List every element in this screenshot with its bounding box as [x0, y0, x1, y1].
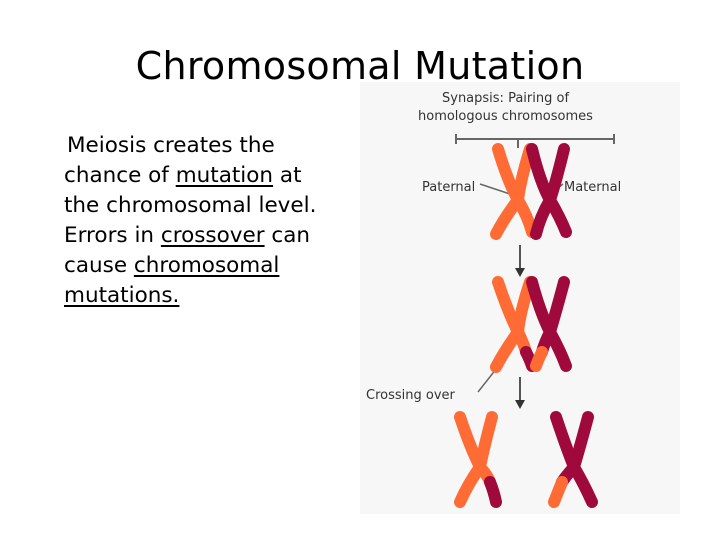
body-line: chance of mutation at: [64, 161, 364, 191]
synapsis-bracket: [455, 134, 615, 148]
body-text-segment: the chromosomal level.: [64, 193, 317, 218]
paternal-pointer: [479, 183, 511, 195]
meiosis-crossover-figure: Synapsis: Pairing of homologous chromoso…: [360, 82, 680, 514]
maternal-chromosome-crossing: [526, 276, 572, 372]
crossing-over-label: Crossing over: [366, 388, 456, 403]
body-line: the chromosomal level.: [64, 191, 364, 221]
maternal-label: Maternal: [564, 180, 621, 195]
body-line: Errors in crossover can: [64, 221, 364, 251]
maternal-chromosome: [526, 143, 572, 240]
body-text: Meiosis creates the chance of mutation a…: [64, 131, 364, 311]
down-arrow-icon: [515, 377, 525, 409]
synapsis-label-line2: homologous chromosomes: [418, 109, 593, 124]
body-line: mutations.: [64, 281, 364, 311]
slide-title: Chromosomal Mutation: [135, 44, 585, 88]
down-arrow-icon: [515, 245, 525, 277]
body-text-segment: at: [273, 163, 302, 188]
mutation-link[interactable]: mutation: [175, 163, 274, 188]
body-text-segment: cause: [64, 253, 134, 278]
recombinant-maternal-chromosome: [548, 411, 598, 508]
paternal-label: Paternal: [422, 180, 475, 195]
figure-canvas: Synapsis: Pairing of homologous chromoso…: [360, 82, 680, 514]
body-text-segment: chance of: [64, 163, 176, 188]
recombinant-paternal-chromosome: [454, 411, 502, 508]
synapsis-label-line1: Synapsis: Pairing of: [442, 91, 569, 106]
body-text-segment: Meiosis creates the: [67, 133, 275, 158]
body-text-segment: Errors in: [64, 223, 161, 248]
crossover-link[interactable]: crossover: [160, 223, 265, 248]
body-line: cause chromosomal: [64, 251, 364, 281]
body-line: Meiosis creates the: [64, 131, 364, 161]
body-text-segment: can: [264, 223, 311, 248]
mutations-link[interactable]: mutations.: [64, 283, 180, 308]
chromosomal-link[interactable]: chromosomal: [133, 253, 280, 278]
